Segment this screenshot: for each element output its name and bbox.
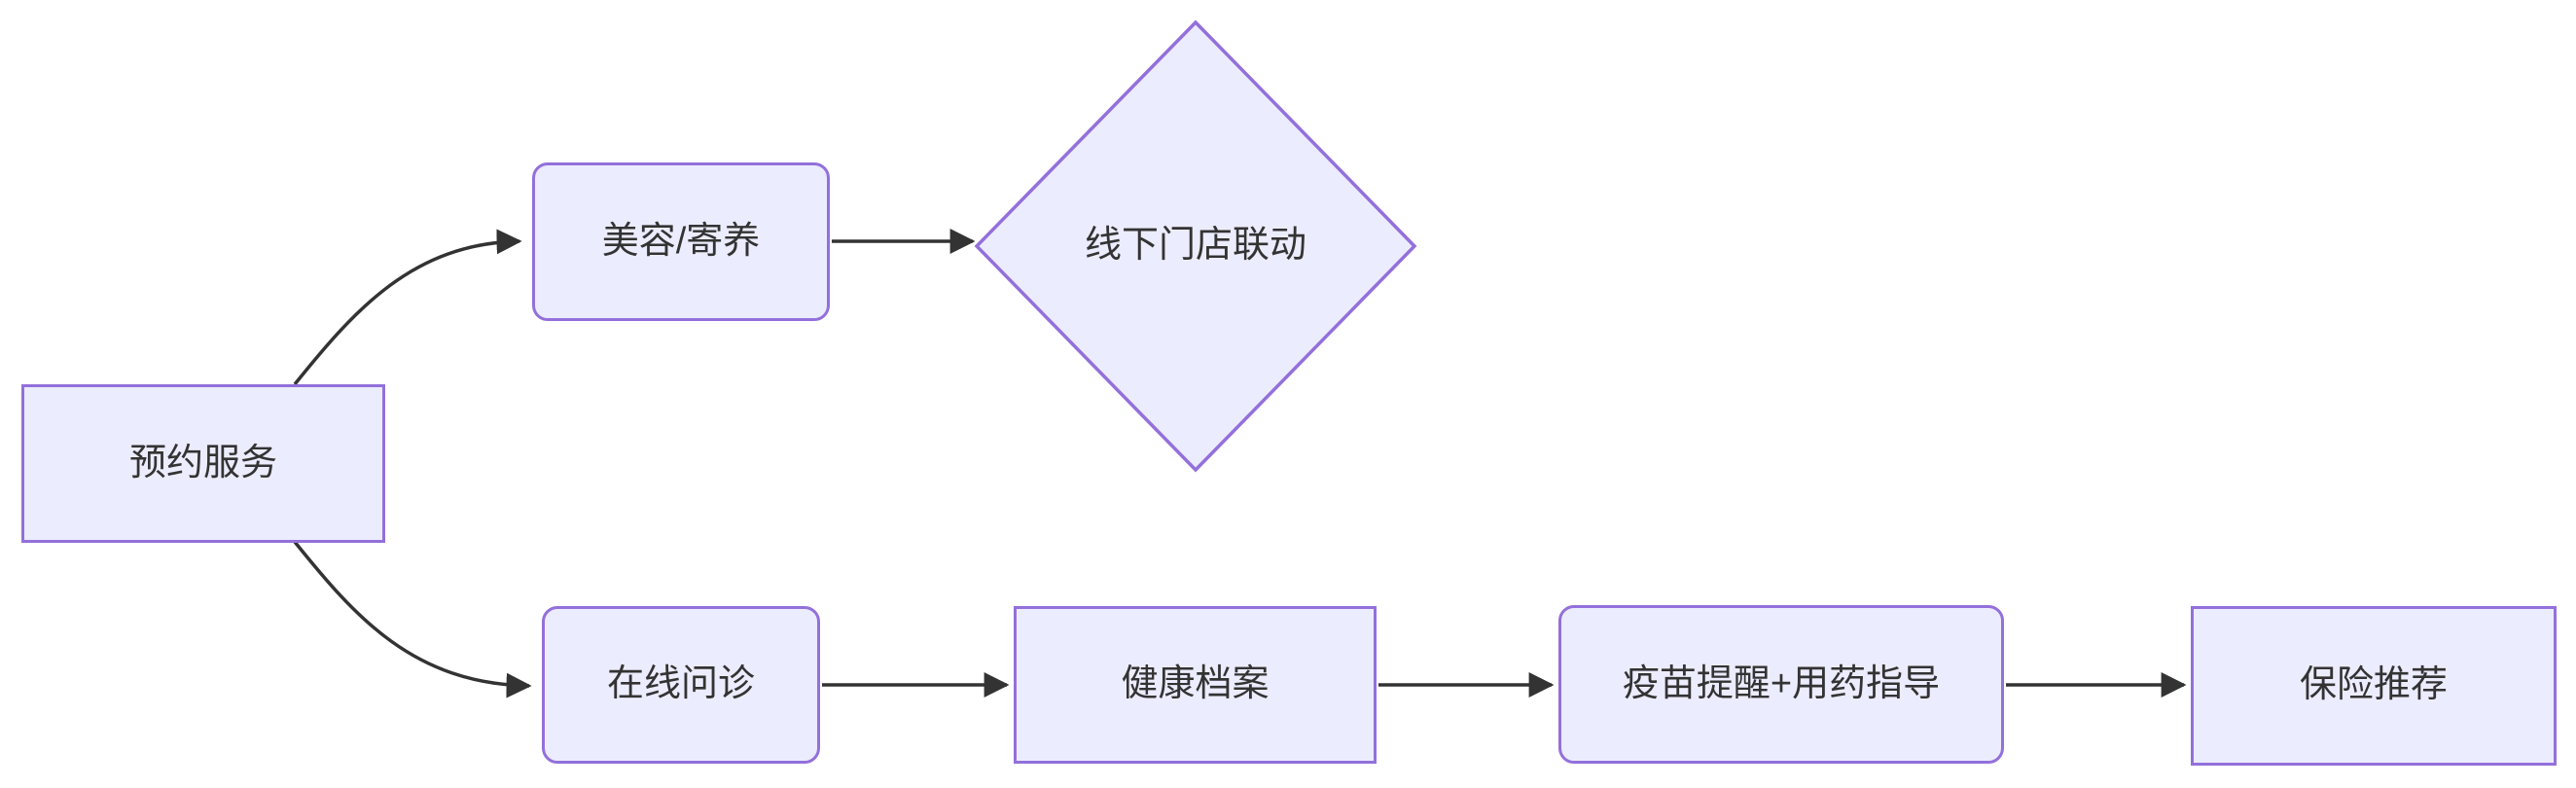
node-health-records: 健康档案 [1014, 606, 1377, 764]
node-vaccine-reminder-medication-label: 疫苗提醒+用药指导 [1622, 663, 1941, 704]
node-vaccine-reminder-medication: 疫苗提醒+用药指导 [1558, 605, 2004, 764]
edge-booking-to-consult [293, 540, 532, 698]
node-booking-service-label: 预约服务 [128, 442, 277, 484]
node-online-consultation-label: 在线问诊 [606, 663, 755, 705]
node-health-records-label: 健康档案 [1121, 663, 1270, 705]
node-insurance-recommendation: 保险推荐 [2191, 606, 2557, 766]
node-grooming-boarding: 美容/寄养 [532, 162, 830, 321]
node-offline-store-linkage-label: 线下门店联动 [1084, 225, 1306, 267]
node-grooming-boarding-label: 美容/寄养 [601, 220, 761, 262]
node-online-consultation: 在线问诊 [542, 606, 820, 764]
node-insurance-recommendation-label: 保险推荐 [2299, 664, 2448, 706]
edge-booking-to-grooming [293, 229, 522, 386]
node-booking-service: 预约服务 [21, 384, 385, 543]
node-offline-store-linkage: 线下门店联动 [1001, 204, 1390, 288]
